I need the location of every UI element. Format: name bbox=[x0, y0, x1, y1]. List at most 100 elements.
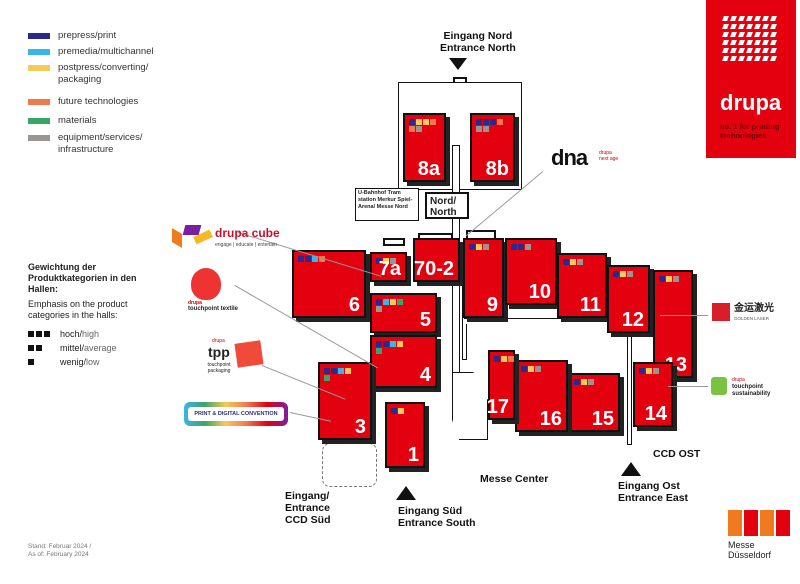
category-squares bbox=[639, 368, 669, 374]
hall-11[interactable]: 11 bbox=[557, 253, 607, 318]
hall-15[interactable]: 15 bbox=[568, 373, 620, 432]
dna-logo[interactable]: dna drupa next age bbox=[545, 145, 625, 175]
level-de: mittel/ bbox=[60, 343, 85, 353]
tpp-shape-icon bbox=[234, 340, 264, 368]
stand-note: Stand: Februar 2024 / As of: February 20… bbox=[28, 543, 91, 559]
legend-label: future technologies bbox=[58, 96, 139, 107]
weighting-level: mittel/average bbox=[28, 341, 138, 355]
ccd-sued-1: Eingang/ bbox=[285, 490, 330, 502]
entrance-east-label: Eingang Ost Entrance East bbox=[618, 480, 688, 504]
hall-10[interactable]: 10 bbox=[505, 238, 557, 305]
messe-line2: Düsseldorf bbox=[728, 550, 772, 560]
messe-center-building bbox=[452, 372, 488, 440]
drupa-cube-sub: engage | educate | entertain bbox=[215, 242, 278, 248]
stand-de: Stand: Februar 2024 / bbox=[28, 543, 92, 550]
hall-12[interactable]: 12 bbox=[607, 265, 650, 333]
category-squares bbox=[324, 368, 354, 381]
category-squares bbox=[659, 276, 689, 282]
legend-swatch bbox=[28, 99, 50, 105]
category-squares bbox=[376, 341, 406, 354]
legend-swatch bbox=[28, 33, 50, 39]
golden-laser-sub: GOLDEN LASER bbox=[734, 316, 770, 321]
legend-label: equipment/services/ infrastructure bbox=[58, 132, 143, 155]
hall-9[interactable]: 9 bbox=[463, 238, 504, 318]
hall-number: 12 bbox=[621, 309, 644, 331]
category-squares bbox=[476, 119, 506, 132]
level-de: wenig/ bbox=[60, 357, 87, 367]
legend-swatch bbox=[28, 49, 50, 55]
hall-8a[interactable]: 8a bbox=[403, 113, 446, 182]
entrance-south-label: Eingang Süd Entrance South bbox=[398, 505, 476, 529]
category-squares bbox=[409, 119, 439, 132]
level-en: average bbox=[84, 343, 117, 353]
ccd-sued-3: CCD Süd bbox=[285, 514, 331, 526]
weighting-title-de: Gewichtung der Produktkategorien in den … bbox=[28, 262, 137, 294]
legend-swatch bbox=[28, 118, 50, 124]
tpp-brand: drupa bbox=[212, 338, 225, 344]
category-squares bbox=[376, 299, 406, 312]
legend-item: equipment/services/ infrastructure bbox=[28, 132, 188, 156]
legend-label: postpress/converting/ packaging bbox=[58, 62, 149, 85]
entrance-north-label: Eingang Nord Entrance North bbox=[440, 30, 516, 54]
tram-station-label: U-Bahnhof Tram station Merkur Spiel-Aren… bbox=[355, 188, 419, 221]
hall-14[interactable]: 14 bbox=[633, 362, 673, 427]
messe-mark-icon bbox=[728, 510, 794, 536]
category-squares bbox=[376, 258, 406, 264]
textile-shape-icon bbox=[191, 268, 221, 300]
hall-6[interactable]: 6 bbox=[292, 250, 366, 318]
entrance-south-de: Eingang Süd bbox=[398, 505, 463, 517]
walkway-ccd-ost bbox=[627, 330, 632, 445]
hall-1[interactable]: 1 bbox=[385, 402, 425, 468]
category-squares bbox=[521, 366, 551, 372]
nord-north-station: Nord/ North bbox=[425, 192, 469, 219]
drupa-logo: drupa no. 1 for printing technologies bbox=[706, 0, 796, 158]
print-digital-convention-logo[interactable]: PRINT & DIGITAL CONVENTION bbox=[184, 402, 288, 426]
hall-3[interactable]: 3 bbox=[318, 362, 372, 440]
weighting-title-en: Emphasis on the product categories in th… bbox=[28, 299, 128, 320]
hall-number: 6 bbox=[348, 294, 360, 316]
hall-16[interactable]: 16 bbox=[515, 360, 568, 432]
entrance-north-de: Eingang Nord bbox=[443, 30, 513, 42]
textile-title: touchpoint textile bbox=[188, 306, 238, 312]
category-squares bbox=[574, 379, 604, 385]
golden-laser-icon bbox=[712, 303, 730, 321]
hall-number: 7a bbox=[378, 258, 401, 280]
golden-laser-title: 金运激光 bbox=[734, 303, 774, 314]
weighting-legend: Gewichtung der Produktkategorien in den … bbox=[28, 262, 138, 369]
leader-line bbox=[668, 386, 708, 387]
level-en: low bbox=[86, 357, 100, 367]
hall-number: 10 bbox=[528, 281, 551, 303]
drupa-tagline: no. 1 for printing technologies bbox=[720, 122, 780, 140]
touchpoint-textile-logo[interactable]: drupa touchpoint textile bbox=[188, 268, 238, 313]
weighting-level: hoch/high bbox=[28, 327, 138, 341]
hall-8b[interactable]: 8b bbox=[470, 113, 515, 182]
hall-4[interactable]: 4 bbox=[370, 335, 437, 388]
hall-17[interactable]: 17 bbox=[487, 350, 515, 420]
weighting-level: wenig/low bbox=[28, 355, 138, 369]
legend-item: prepress/print bbox=[28, 30, 188, 42]
walkway-east bbox=[464, 318, 664, 324]
arrow-up-icon bbox=[396, 486, 416, 500]
hall-number: 5 bbox=[419, 309, 431, 331]
stand-en: As of: February 2024 bbox=[28, 551, 89, 558]
entrance-east-en: Entrance East bbox=[618, 492, 689, 504]
tpp-logo[interactable]: drupa tpp touchpoint packaging bbox=[198, 338, 268, 378]
hall-5[interactable]: 5 bbox=[370, 293, 437, 333]
dna-title: dna bbox=[551, 145, 588, 170]
category-squares bbox=[494, 356, 524, 362]
hall-number: 15 bbox=[591, 408, 614, 430]
pavilion-1 bbox=[383, 238, 405, 246]
messe-duesseldorf-logo: Messe Düsseldorf bbox=[728, 510, 794, 560]
leader-line bbox=[660, 315, 708, 316]
category-squares bbox=[563, 259, 593, 265]
hall-7a[interactable]: 7a bbox=[370, 252, 407, 282]
hall-number: 9 bbox=[486, 294, 498, 316]
hall-13[interactable]: 13 bbox=[653, 270, 693, 378]
hall-7[interactable]: 70-2 bbox=[413, 238, 460, 282]
dna-sub: drupa next age bbox=[599, 150, 619, 162]
level-squares-icon bbox=[28, 341, 60, 355]
hall-number: 1 bbox=[407, 444, 419, 466]
drupa-wordmark: drupa bbox=[720, 90, 782, 115]
hall-number: 70-2 bbox=[413, 258, 454, 280]
category-squares bbox=[511, 244, 541, 250]
